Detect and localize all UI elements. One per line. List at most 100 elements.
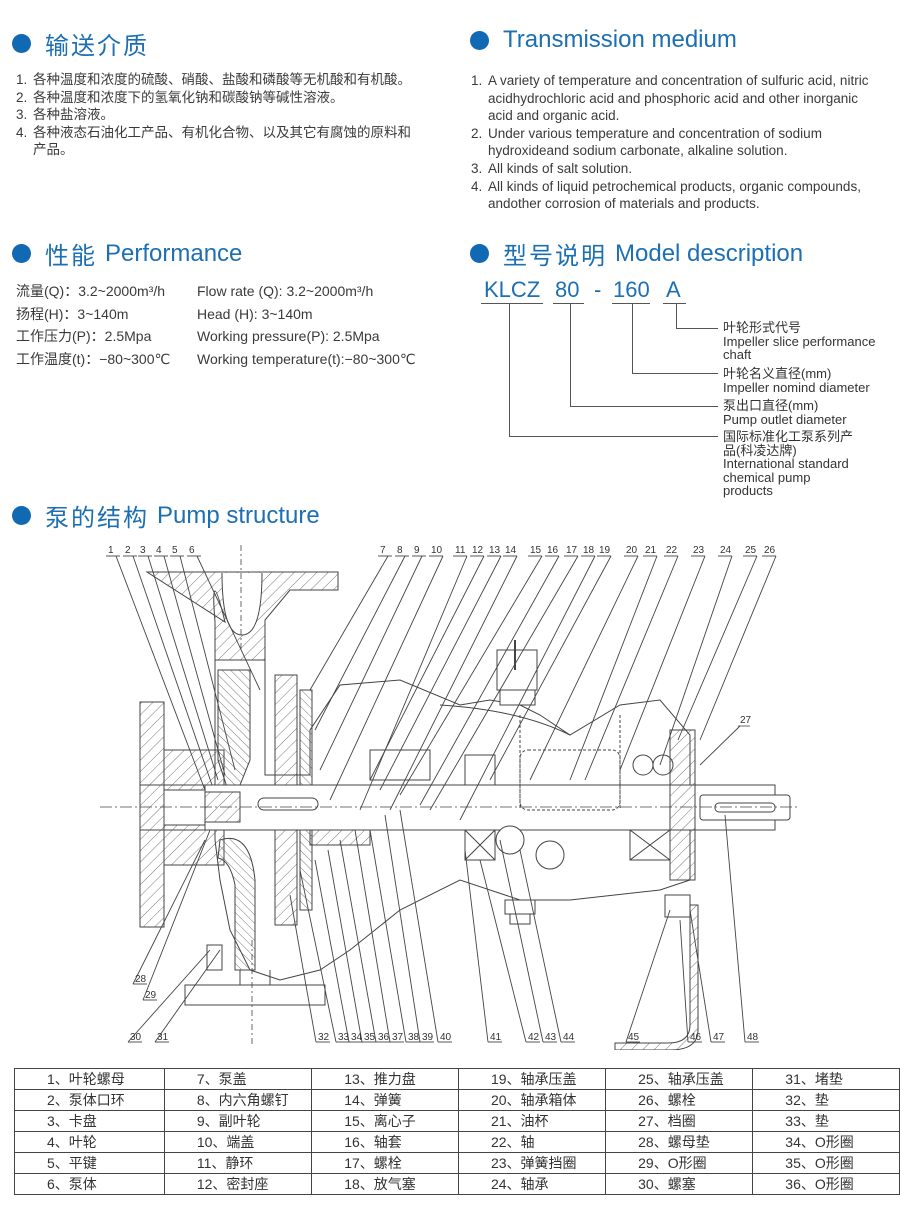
table-cell: 29、O形圈 — [605, 1152, 754, 1174]
section-title-text: Transmission medium — [503, 26, 737, 53]
table-cell: 9、副叶轮 — [163, 1110, 313, 1132]
part-label-8: 8 — [397, 545, 403, 556]
section-title-medium-en: Transmission medium — [470, 26, 737, 54]
part-label-46: 46 — [690, 1032, 702, 1043]
table-cell: 21、油杯 — [457, 1110, 607, 1132]
pump-foot — [184, 984, 326, 1006]
section-title-structure: 泵的结构 Pump structure — [12, 498, 320, 533]
list-item: 2.各种温度和浓度下的氢氧化钠和碳酸钠等碱性溶液。 — [16, 89, 344, 105]
table-cell: 8、内六角螺钉 — [163, 1089, 313, 1111]
flow-rate-en: Flow rate (Q): 3.2~2000m³/h — [197, 283, 374, 299]
part-label-45: 45 — [628, 1032, 640, 1043]
table-cell: 4、叶轮 — [14, 1131, 165, 1153]
part-label-5: 5 — [172, 545, 178, 556]
leader-line — [147, 555, 219, 781]
leader-line — [676, 328, 718, 329]
part-label-14: 14 — [505, 545, 517, 556]
leader-line — [115, 555, 206, 791]
underline — [663, 303, 686, 304]
leader-line — [677, 555, 758, 741]
leader-line — [179, 555, 236, 771]
leader-line — [724, 814, 746, 1043]
table-cell: 3、卡盘 — [14, 1110, 165, 1132]
part-label-36: 36 — [378, 1032, 390, 1043]
part-label-4: 4 — [156, 545, 162, 556]
table-cell: 36、O形圈 — [752, 1173, 900, 1195]
table-cell: 35、O形圈 — [752, 1152, 900, 1174]
list-item: 4.各种液态石油化工产品、有机化合物、以及其它有腐蚀的原料和产品。 — [16, 124, 411, 158]
leader-line — [339, 839, 377, 1043]
part-label-16: 16 — [547, 545, 559, 556]
part-label-3: 3 — [140, 545, 146, 556]
leader-line — [384, 814, 421, 1043]
underline — [481, 303, 543, 304]
leader-line — [299, 869, 337, 1043]
pressure-cn: 工作压力(P)：2.5Mpa — [16, 328, 152, 344]
bullet-icon — [12, 34, 31, 53]
leader-line — [509, 436, 718, 437]
leader-line — [659, 555, 733, 766]
leader-line — [154, 949, 221, 1043]
underline — [553, 303, 584, 304]
list-item: 3.All kinds of salt solution. — [471, 160, 633, 176]
table-cell: 10、端盖 — [163, 1131, 313, 1153]
table-cell: 23、弹簧挡圈 — [457, 1152, 607, 1174]
part-label-30: 30 — [130, 1032, 142, 1043]
leader-line — [479, 859, 527, 1043]
seal-seat — [369, 749, 431, 781]
table-cell: 11、静环 — [163, 1152, 313, 1174]
leader-line — [632, 373, 718, 374]
leader-line — [163, 555, 226, 776]
leader-line — [289, 894, 317, 1043]
table-cell: 30、螺塞 — [605, 1173, 754, 1195]
leader-lines-top — [106, 555, 777, 821]
leader-line — [689, 909, 712, 1043]
table-cell: 18、放气塞 — [311, 1173, 459, 1195]
leader-line — [399, 555, 543, 796]
part-label-27: 27 — [740, 715, 752, 726]
leader-line — [584, 555, 679, 781]
leader-line — [529, 555, 639, 781]
model-desc-series: 国际标准化工泵系列产品(科凌达牌) International standard… — [723, 429, 854, 498]
section-title-text: 输送介质 — [45, 32, 149, 60]
leader-line — [509, 303, 510, 436]
table-cell: 16、轴套 — [311, 1131, 459, 1153]
table-cell: 7、泵盖 — [163, 1068, 313, 1090]
leader-line — [132, 839, 206, 985]
leader-line — [389, 555, 518, 811]
part-label-32: 32 — [318, 1032, 330, 1043]
part-label-41: 41 — [490, 1032, 502, 1043]
bullet-icon — [470, 30, 489, 50]
leader-lines-bottom — [127, 809, 759, 1043]
support-bracket — [614, 904, 699, 1050]
table-cell: 19、轴承压盖 — [457, 1068, 607, 1090]
section-title-performance: 性能 Performance — [12, 236, 242, 271]
part-label-34: 34 — [351, 1032, 363, 1043]
section-title-model: 型号说明 Model description — [470, 236, 803, 271]
leader-line — [419, 555, 560, 806]
temperature-cn: 工作温度(t)：−80~300℃ — [16, 350, 171, 367]
list-item: 1.A variety of temperature and concentra… — [471, 73, 869, 124]
inlet-flange — [139, 701, 165, 928]
part-label-23: 23 — [693, 545, 705, 556]
model-desc-type: 叶轮形式代号 Impeller slice performance chaft — [723, 320, 876, 362]
table-cell: 1、叶轮螺母 — [14, 1068, 165, 1090]
part-label-7: 7 — [380, 545, 386, 556]
leader-line — [309, 555, 389, 691]
part-label-29: 29 — [145, 990, 157, 1001]
leader-line — [369, 829, 407, 1043]
table-cell: 26、螺栓 — [605, 1089, 754, 1111]
table-cell: 34、O形圈 — [752, 1131, 900, 1153]
part-label-28: 28 — [135, 974, 147, 985]
table-cell: 27、档圈 — [605, 1110, 754, 1132]
flow-rate-cn: 流量(Q)：3.2~2000m³/h — [16, 283, 165, 299]
table-cell: 31、堵垫 — [752, 1068, 900, 1090]
impeller — [217, 669, 251, 791]
